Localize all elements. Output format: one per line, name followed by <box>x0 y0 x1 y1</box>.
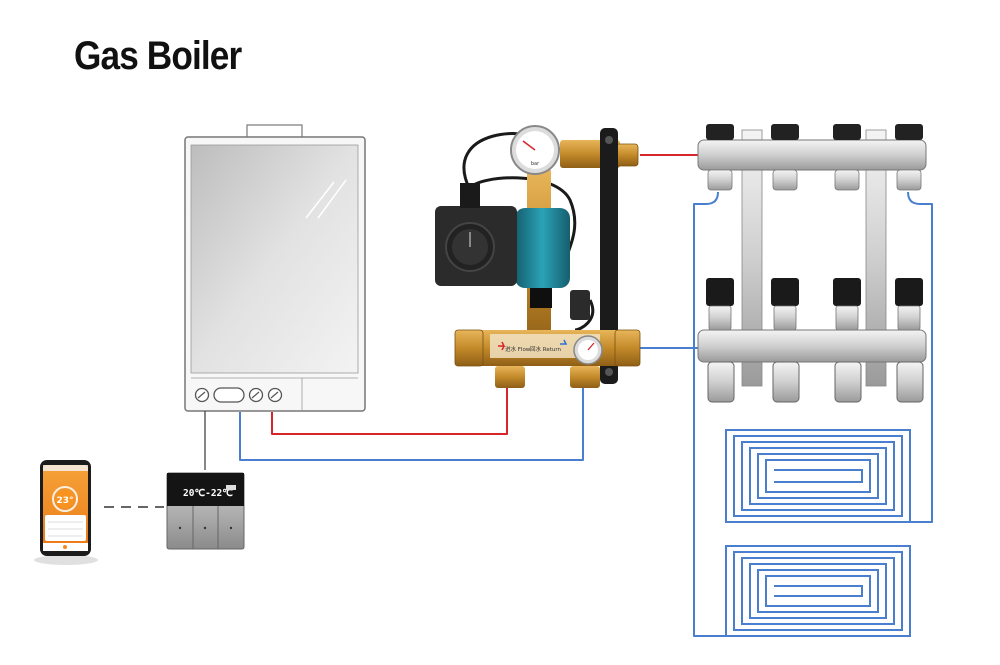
phone-temperature: 23° <box>56 496 73 506</box>
floor-loop-feed-left <box>693 191 726 637</box>
supply-pipe-boiler <box>271 388 508 435</box>
floor-heating-coil-upper <box>725 429 911 523</box>
mixing-pump-unit: bar 进水 Flow 回水 Return <box>435 125 641 388</box>
pressure-gauge-icon: bar <box>510 125 560 175</box>
return-pipe-boiler <box>239 388 584 461</box>
svg-text:bar: bar <box>531 161 540 167</box>
thermostat-icon[interactable]: 20℃-22℃ <box>166 472 245 550</box>
smartphone-icon[interactable]: 23° <box>34 460 98 565</box>
supply-label: 进水 Flow <box>505 345 531 353</box>
page-title: Gas Boiler <box>74 34 242 78</box>
manifold-icon <box>697 124 927 403</box>
floor-loop-feed-right <box>907 191 933 523</box>
floor-heating-coil-lower <box>725 545 911 637</box>
thermostat-display: 20℃-22℃ <box>183 488 233 499</box>
pump-icon <box>515 208 570 288</box>
gas-boiler-icon <box>184 124 366 412</box>
pipes <box>239 154 933 637</box>
return-label: 回水 Return <box>530 345 562 353</box>
